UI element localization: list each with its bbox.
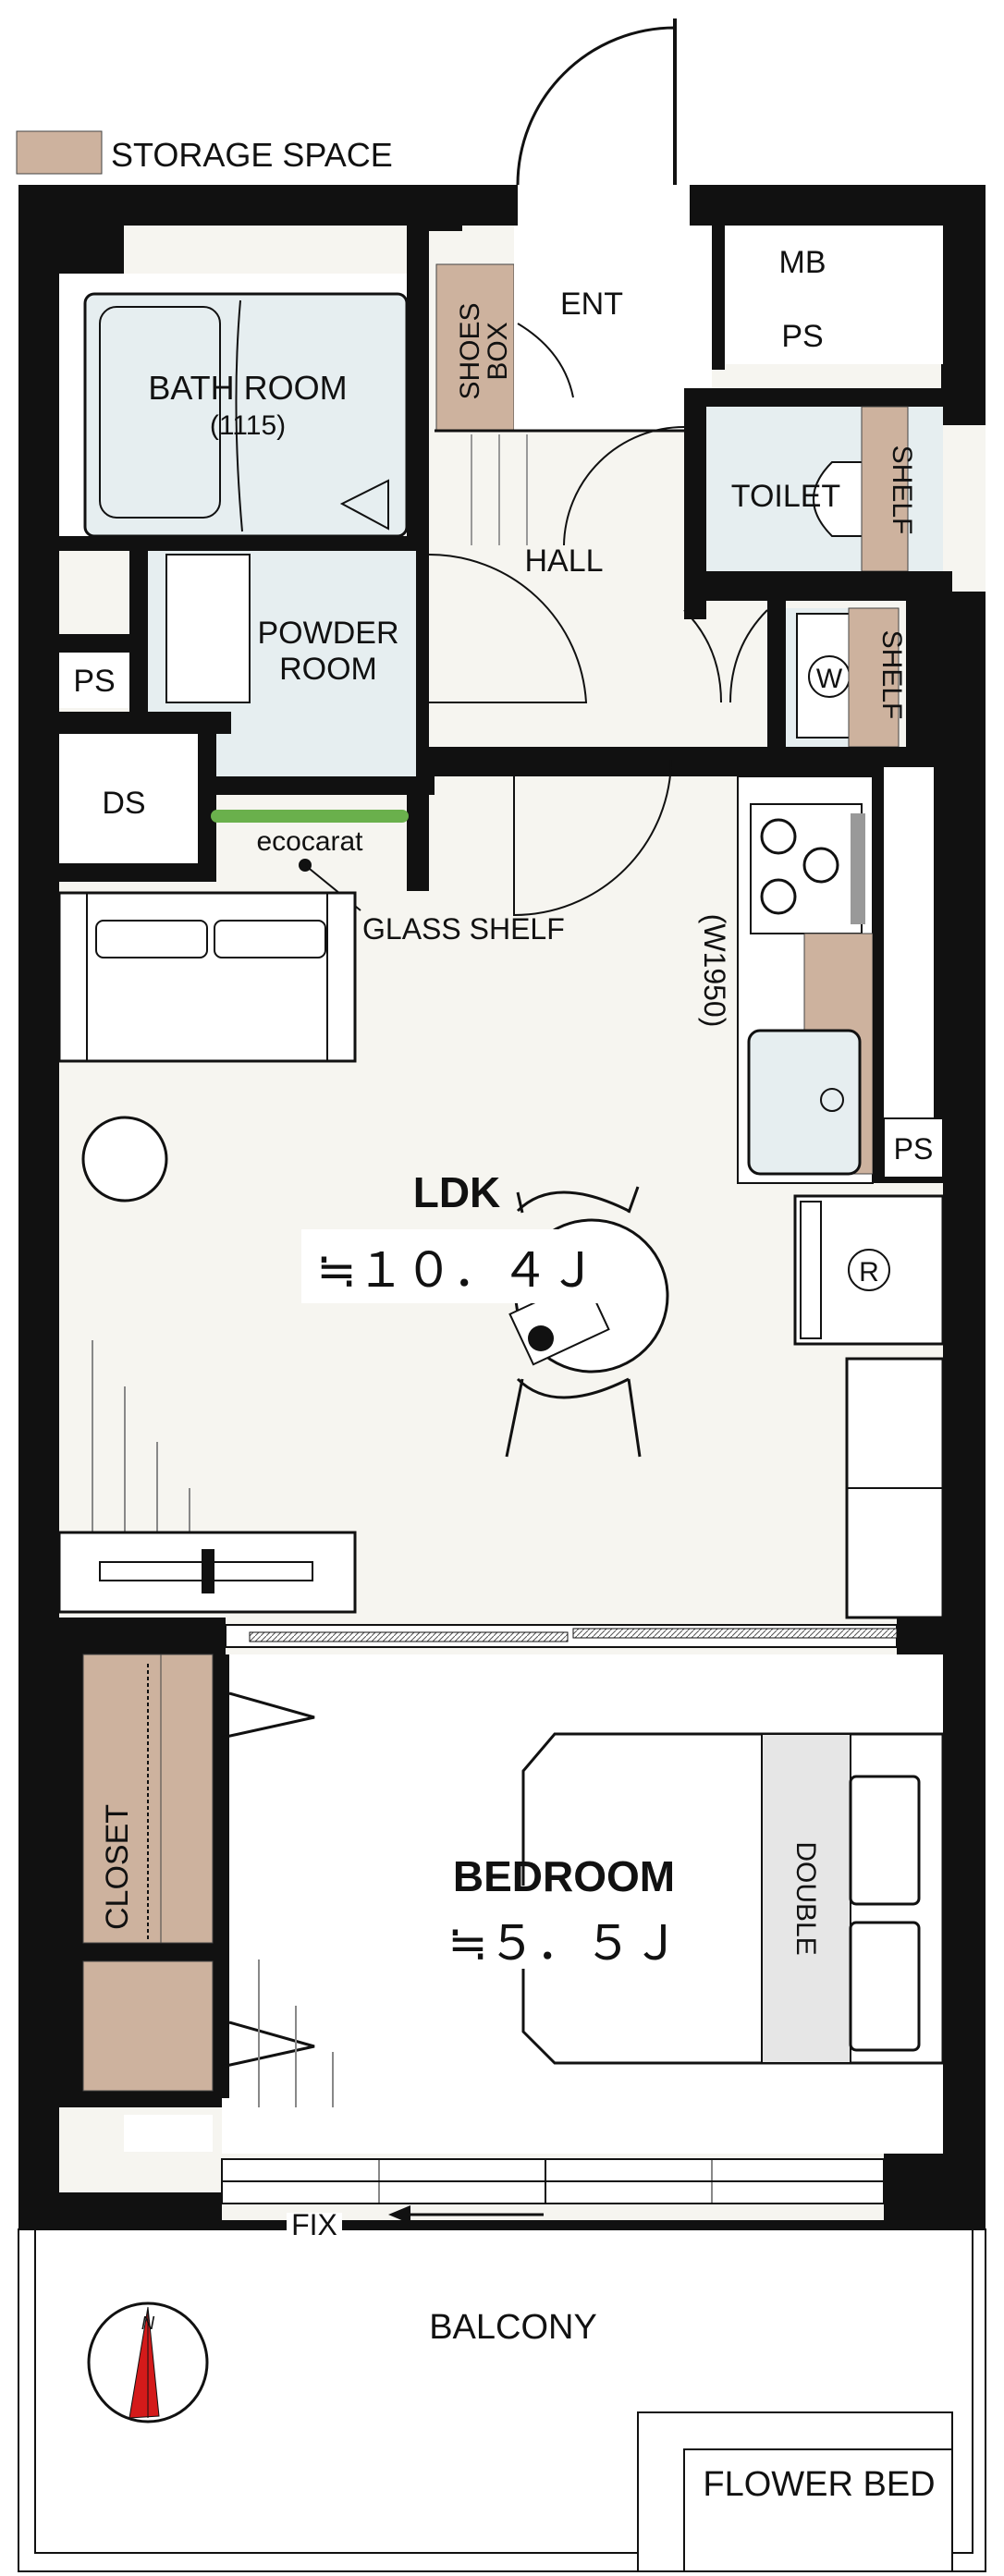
entrance-opening [518,181,690,229]
bath-room-label: BATH ROOM [148,369,347,407]
powder-room-label-1: POWDER [258,616,399,651]
double-label: DOUBLE [790,1841,821,1955]
toilet-shelf [861,406,909,572]
stove-burners [760,818,839,915]
powder-door-swing [428,553,588,703]
ecocarat-panel [211,810,409,823]
hall-label: HALL [524,543,603,579]
ps-top-label: PS [781,319,823,354]
entrance-door-swing [516,26,677,186]
ldk-label: LDK [413,1168,501,1216]
ldk-area: ≒１０．４Ｊ [316,1243,597,1299]
washer-label: W [816,664,843,694]
kitchen-shelf-label: SHELF [876,630,907,720]
powder-room-label-2: ROOM [279,652,377,687]
compass-north: N [141,2314,155,2334]
entrance-label: ENT [560,287,623,322]
closet-lower [82,1960,214,2092]
entrance-floor [514,226,712,431]
ps-kitchen-label: PS [894,1132,934,1166]
bedroom-area: ≒５．５Ｊ [447,1916,680,1972]
shoes-box-label-1: SHOES [455,302,485,399]
ds-label: DS [102,786,145,821]
kitchen-width-label: (W1950) [698,914,731,1028]
storage-legend: STORAGE SPACE [16,130,393,175]
glass-shelf-label: GLASS SHELF [362,912,565,946]
kitchen-sink [747,1029,862,1176]
sofa [57,891,357,1063]
compass-icon: N [87,2301,209,2423]
outer-walls [18,185,986,2229]
toilet-shelf-label: SHELF [887,446,917,535]
ldk-door-swing [513,757,672,917]
ds-closet [59,734,198,863]
closet-label: CLOSET [100,1804,135,1930]
balcony-label: BALCONY [429,2308,597,2347]
bed-headboard [761,1733,851,2064]
toilet-door-swing [563,426,685,546]
toilet-label: TOILET [731,479,840,514]
bath-room-size: (1115) [210,410,286,441]
ecocarat-label: ecocarat [256,826,363,857]
shoes-box-label-2: BOX [483,322,513,380]
storage-legend-label: STORAGE SPACE [111,136,393,174]
storage-legend-swatch [16,130,103,175]
bedroom-label: BEDROOM [453,1852,675,1900]
ps-left [59,653,129,708]
ps-left-label: PS [73,664,115,699]
mb-label: MB [779,245,826,280]
fix-label: FIX [291,2208,337,2241]
mb-ps-closet [712,226,943,364]
refrigerator-label: R [859,1257,879,1288]
flower-bed-label: FLOWER BED [703,2465,935,2504]
kitchen-shelf [848,607,900,748]
side-table [81,1116,168,1203]
ps-kitchen [883,1117,944,1178]
